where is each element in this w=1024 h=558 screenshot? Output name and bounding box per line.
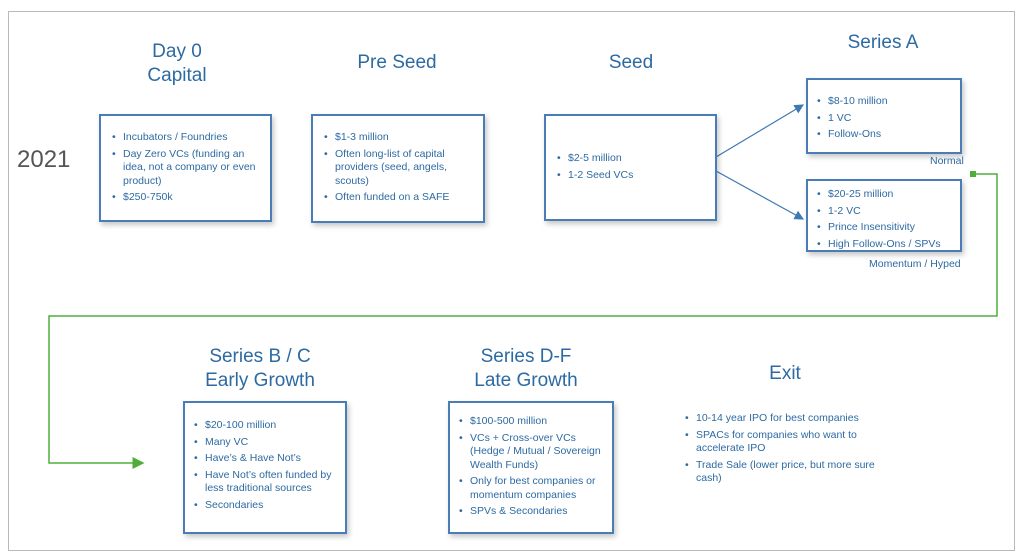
bullet-item: VCs + Cross-over VCs (Hedge / Mutual / S… xyxy=(456,432,606,473)
caption-momentum-hyped: Momentum / Hyped xyxy=(869,258,961,270)
year-label: 2021 xyxy=(17,146,71,173)
stage-title-series-d-f: Series D-F Late Growth xyxy=(451,345,601,393)
bullet-item: Day Zero VCs (funding an idea, not a com… xyxy=(109,148,262,189)
stage-title-line: Late Growth xyxy=(474,370,578,391)
green-connector-start xyxy=(970,171,976,177)
bullet-item: High Follow-Ons / SPVs xyxy=(814,238,954,252)
bullet-item: Only for best companies or momentum comp… xyxy=(456,475,606,502)
stage-title-line: Series D-F xyxy=(480,346,572,367)
stage-title-line: Early Growth xyxy=(205,370,315,391)
bullet-item: $250-750k xyxy=(109,191,262,205)
stage-title-line: Day 0 xyxy=(152,41,202,62)
bullet-item: 1 VC xyxy=(814,112,954,126)
stage-title-seed: Seed xyxy=(566,51,696,75)
stage-box-seed: $2-5 million 1-2 Seed VCs xyxy=(544,114,717,221)
stage-box-series-d-f: $100-500 million VCs + Cross-over VCs (H… xyxy=(448,401,614,534)
stage-box-pre-seed: $1-3 million Often long-list of capital … xyxy=(311,114,485,223)
stage-title-line: Series B / C xyxy=(209,346,311,367)
bullet-item: Incubators / Foundries xyxy=(109,131,262,145)
stage-title-pre-seed: Pre Seed xyxy=(332,51,462,75)
bullet-item: 10-14 year IPO for best companies xyxy=(682,412,878,426)
bullet-item: SPACs for companies who want to accelera… xyxy=(682,429,878,456)
bullet-item: Have’s & Have Not’s xyxy=(191,452,339,466)
stage-title-line: Exit xyxy=(769,363,801,384)
bullet-item: $1-3 million xyxy=(321,131,475,145)
bullet-item: Trade Sale (lower price, but more sure c… xyxy=(682,459,878,486)
bullet-item: $20-100 million xyxy=(191,419,339,433)
bullet-item: $8-10 million xyxy=(814,95,954,109)
stage-box-day-0: Incubators / Foundries Day Zero VCs (fun… xyxy=(99,114,272,222)
bullet-item: Secondaries xyxy=(191,499,339,513)
stage-title-line: Series A xyxy=(847,32,919,53)
arrow-seed-to-series-a-hyped xyxy=(715,170,805,220)
bullet-item: Have Not’s often funded by less traditio… xyxy=(191,469,339,496)
bullet-item: Prince Insensitivity xyxy=(814,221,954,235)
stage-box-series-a-hyped: $20-25 million 1-2 VC Prince Insensitivi… xyxy=(806,179,962,252)
stage-title-series-a: Series A xyxy=(818,31,948,55)
bullet-item: $100-500 million xyxy=(456,415,606,429)
caption-normal: Normal xyxy=(930,155,964,167)
bullet-item: $20-25 million xyxy=(814,188,954,202)
bullet-item: Often long-list of capital providers (se… xyxy=(321,148,475,189)
bullet-item: Many VC xyxy=(191,436,339,450)
bullet-item: SPVs & Secondaries xyxy=(456,505,606,519)
slide-frame xyxy=(8,11,1015,551)
stage-box-series-a-normal: $8-10 million 1 VC Follow-Ons xyxy=(806,78,962,154)
stage-box-series-b-c: $20-100 million Many VC Have’s & Have No… xyxy=(183,401,347,534)
bullet-item: 1-2 Seed VCs xyxy=(554,169,707,183)
stage-title-line: Pre Seed xyxy=(357,52,437,73)
stage-title-line: Capital xyxy=(147,65,207,86)
bullet-item: $2-5 million xyxy=(554,152,707,166)
bullet-item: Follow-Ons xyxy=(814,128,954,142)
bullet-item: Often funded on a SAFE xyxy=(321,191,475,205)
stage-title-series-b-c: Series B / C Early Growth xyxy=(185,345,335,393)
stage-title-day-0: Day 0 Capital xyxy=(112,40,242,88)
exit-bullet-list: 10-14 year IPO for best companies SPACs … xyxy=(682,412,878,489)
arrow-seed-to-series-a-normal xyxy=(715,104,805,158)
bullet-item: 1-2 VC xyxy=(814,205,954,219)
green-connector-line xyxy=(48,173,998,469)
stage-title-line: Seed xyxy=(608,52,654,73)
stage-title-exit: Exit xyxy=(735,362,835,386)
